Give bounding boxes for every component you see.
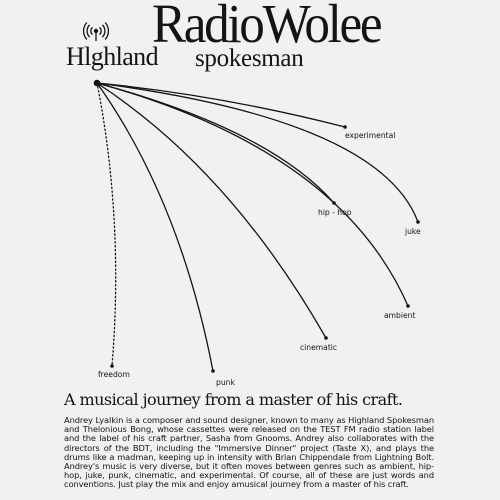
branch-punk (96, 82, 214, 372)
genre-label-experimental: experimental (345, 131, 395, 140)
site-title: RadioWolee (152, 0, 383, 54)
genre-label-hip-hop: hip - hop (318, 208, 352, 217)
branch-juke (96, 82, 419, 223)
branch-ambient (96, 82, 409, 307)
genre-label-ambient: ambient (384, 311, 415, 320)
genre-label-juke: juke (404, 227, 421, 236)
branch-experimental (96, 82, 346, 128)
subtitle-spokesman: spokesman (195, 45, 304, 72)
subtitle-highland: Hlghland (66, 42, 159, 71)
node-freedom (110, 364, 114, 368)
node-punk (211, 369, 215, 373)
headline: A musical journey from a master of his c… (64, 390, 403, 409)
node-cinematic (324, 336, 328, 340)
genre-label-freedom: freedom (98, 370, 130, 379)
branch-freedom (96, 82, 117, 367)
node-ambient (406, 304, 410, 308)
genre-label-punk: punk (216, 378, 235, 387)
node-experimental (343, 125, 347, 129)
genre-label-cinematic: cinematic (300, 343, 337, 352)
bio-paragraph: Andrey Lyalkin is a composer and sound d… (64, 415, 434, 490)
node-juke (416, 220, 420, 224)
radio-broadcast-icon (82, 22, 110, 41)
branch-cinematic (96, 82, 327, 339)
